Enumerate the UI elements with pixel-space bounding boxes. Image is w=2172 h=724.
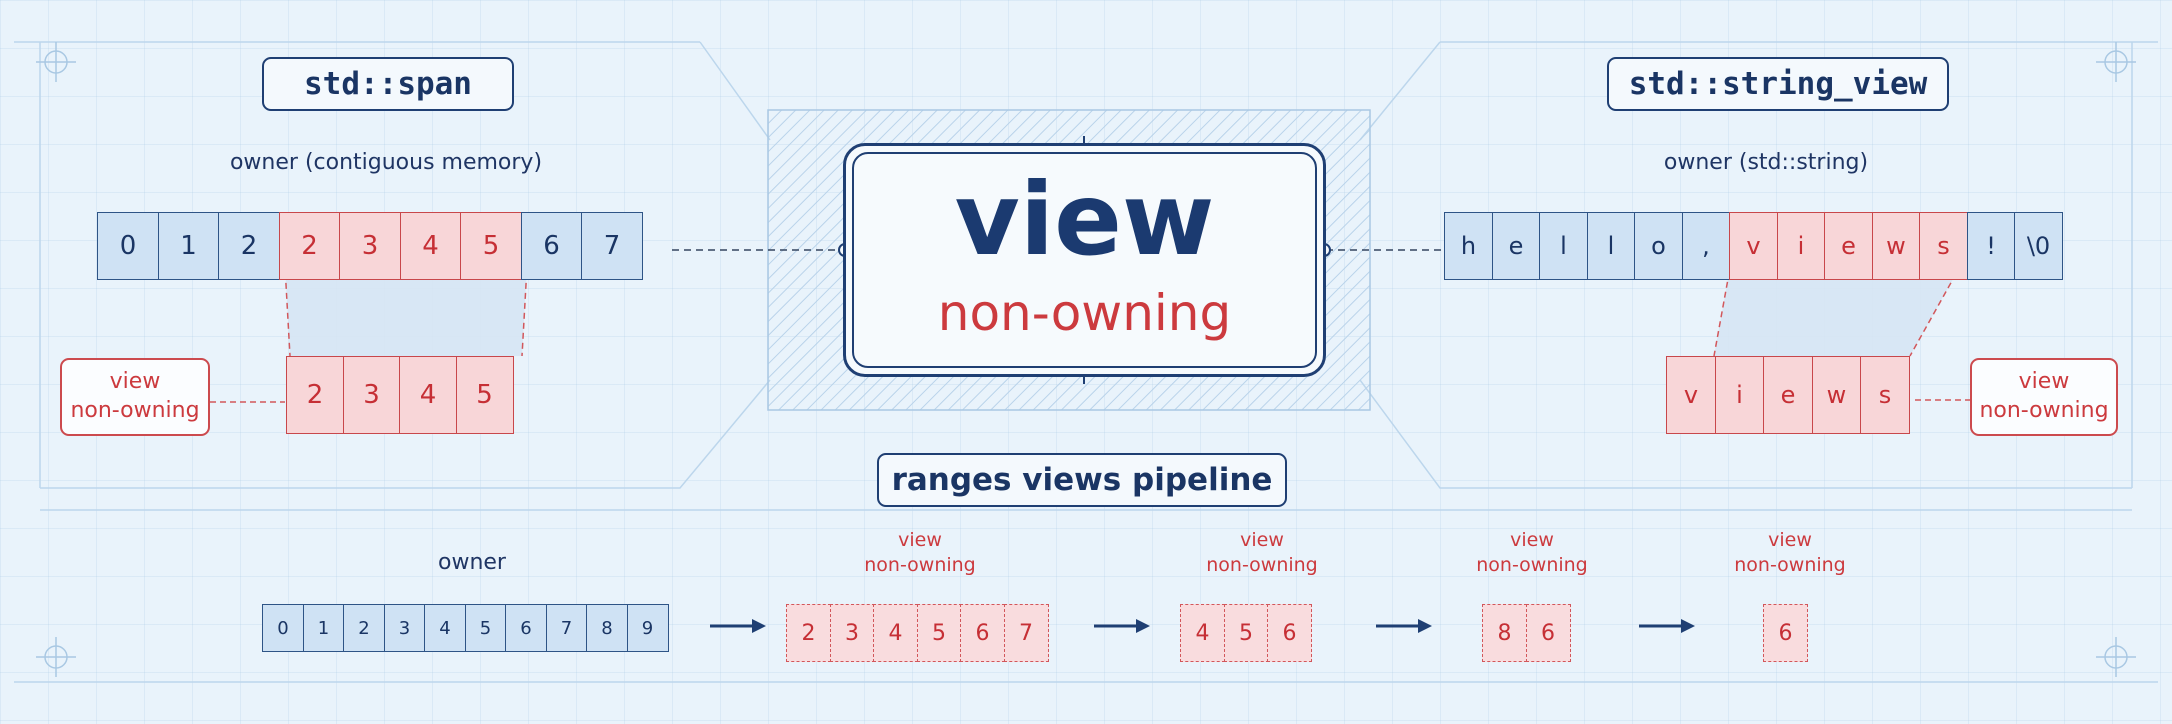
cell: 4 xyxy=(399,356,457,434)
cell: 3 xyxy=(342,356,401,434)
stage1-label-line1: view xyxy=(898,529,942,551)
stage1-label: view non-owning xyxy=(820,528,1020,577)
cell: l xyxy=(1539,212,1588,280)
cell: 4 xyxy=(873,604,918,662)
cell: l xyxy=(1586,212,1636,280)
cell: 2 xyxy=(218,212,280,280)
cell: 7 xyxy=(545,604,588,652)
pipeline-title: ranges views pipeline xyxy=(877,453,1287,507)
cell: 1 xyxy=(302,604,345,652)
cell: 6 xyxy=(1525,604,1571,662)
cell: \0 xyxy=(2014,212,2063,280)
cell: 3 xyxy=(339,212,401,280)
cell: s xyxy=(1860,356,1910,434)
cell: e xyxy=(1824,212,1873,280)
cell: e xyxy=(1763,356,1813,434)
cell: 4 xyxy=(1180,604,1225,662)
stage3-label-line1: view xyxy=(1510,529,1554,551)
stage4-strip: 6 xyxy=(1763,604,1808,662)
cell: 5 xyxy=(464,604,507,652)
stage1-label-line2: non-owning xyxy=(864,553,976,576)
cell: w xyxy=(1871,212,1921,280)
cell: h xyxy=(1444,212,1493,280)
stage2-label: view non-owning xyxy=(1162,528,1362,577)
cell: v xyxy=(1729,212,1778,280)
stage2-label-line1: view xyxy=(1240,529,1284,551)
cell: 8 xyxy=(586,604,628,652)
cell: 6 xyxy=(505,604,547,652)
string-view-tag-line2: non-owning xyxy=(1979,398,2109,423)
pipeline-owner-label: owner xyxy=(438,550,506,575)
cell: 5 xyxy=(455,356,514,434)
span-title: std::span xyxy=(262,57,514,111)
cell: 2 xyxy=(786,604,831,662)
pipe-arrow-icon-4 xyxy=(1639,619,1695,633)
center-panel xyxy=(843,143,1326,377)
cell: w xyxy=(1811,356,1862,434)
cell: 6 xyxy=(960,604,1005,662)
cell: 8 xyxy=(1482,604,1527,662)
center-view-title: view xyxy=(954,161,1215,278)
pipe-arrow-icon-3 xyxy=(1376,619,1432,633)
pipe-arrow-icon-1 xyxy=(710,619,766,633)
cell: 2 xyxy=(286,356,344,434)
cell: 7 xyxy=(1003,604,1049,662)
cell: , xyxy=(1681,212,1731,280)
cell: v xyxy=(1666,356,1716,434)
cell: 0 xyxy=(97,212,159,280)
cell: 4 xyxy=(399,212,462,280)
string-view-owner-label: owner (std::string) xyxy=(1663,150,1869,175)
cell: e xyxy=(1491,212,1541,280)
cell: 5 xyxy=(1223,604,1269,662)
cell: ! xyxy=(1966,212,2016,280)
stage4-label-line1: view xyxy=(1768,529,1812,551)
cell: 5 xyxy=(916,604,962,662)
cell: s xyxy=(1919,212,1968,280)
cell: 2 xyxy=(278,212,341,280)
stage4-label-line2: non-owning xyxy=(1734,553,1846,576)
center-non-owning-subtitle: non-owning xyxy=(937,284,1232,342)
cell: i xyxy=(1714,356,1765,434)
cell: 3 xyxy=(383,604,426,652)
string-view-tag-line1: view xyxy=(2018,369,2070,395)
span-owner-label: owner (contiguous memory) xyxy=(229,150,543,175)
cell: 9 xyxy=(626,604,669,652)
pipe-arrow-icon-2 xyxy=(1094,619,1150,633)
span-view-tag-line2: non-owning xyxy=(70,398,200,423)
stage2-label-line2: non-owning xyxy=(1206,553,1318,576)
cell: 3 xyxy=(829,604,875,662)
cell: 5 xyxy=(460,212,522,280)
cell: 6 xyxy=(1267,604,1312,662)
corner-crosshairs xyxy=(36,42,2136,677)
cell: 6 xyxy=(1763,604,1808,662)
stage3-label-line2: non-owning xyxy=(1476,553,1588,576)
cell: i xyxy=(1776,212,1826,280)
stage3-label: view non-owning xyxy=(1432,528,1632,577)
string-view-tag: view non-owning xyxy=(1970,358,2118,436)
span-view-tag-line1: view xyxy=(109,369,161,395)
cell: o xyxy=(1634,212,1683,280)
cell: 1 xyxy=(157,212,220,280)
cell: 4 xyxy=(424,604,466,652)
cell: 7 xyxy=(581,212,643,280)
cell: 2 xyxy=(343,604,385,652)
stage4-label: view non-owning xyxy=(1690,528,1890,577)
cell: 0 xyxy=(262,604,304,652)
span-view-tag: view non-owning xyxy=(60,358,210,436)
string-view-title: std::string_view xyxy=(1607,57,1949,111)
cell: 6 xyxy=(520,212,583,280)
frame-lines xyxy=(14,41,2158,683)
